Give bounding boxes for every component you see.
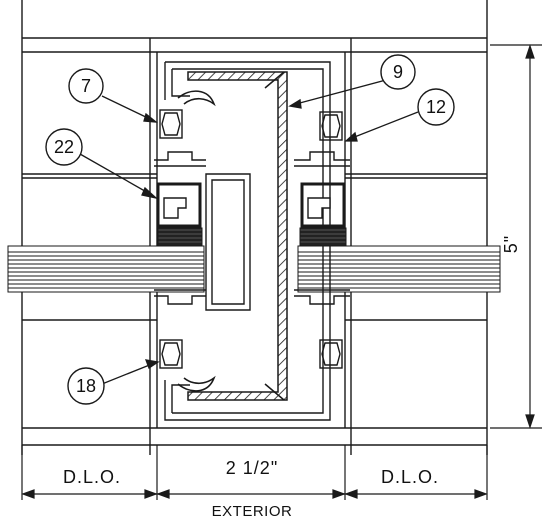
callout-22: 22	[45, 128, 83, 166]
glass-pane-right	[297, 245, 501, 293]
left-glazing-pocket	[154, 109, 206, 369]
callout-9: 9	[380, 54, 416, 90]
steel-reinforcement	[187, 71, 288, 401]
exterior-label: EXTERIOR	[212, 503, 293, 520]
mullion-width-label: 2 1/2"	[226, 458, 278, 478]
height-dimension-label: 5"	[501, 235, 521, 253]
steel-channel-lip	[264, 71, 285, 401]
snap-clips	[177, 90, 216, 392]
callout-leaders	[79, 79, 419, 385]
glass-pane-left	[7, 245, 205, 293]
right-glazing-pocket	[294, 111, 350, 369]
svg-text:18: 18	[76, 376, 96, 396]
callout-7: 7	[68, 68, 104, 104]
svg-text:12: 12	[426, 97, 446, 117]
svg-text:7: 7	[81, 76, 91, 96]
callout-18: 18	[67, 367, 105, 405]
left-dlo-label: D.L.O.	[63, 467, 121, 487]
height-dimension	[490, 44, 542, 429]
svg-text:22: 22	[54, 137, 74, 157]
callout-12: 12	[417, 88, 455, 126]
svg-text:9: 9	[393, 62, 403, 82]
width-dimension	[21, 445, 488, 500]
right-dlo-label: D.L.O.	[381, 467, 439, 487]
left-gasket	[157, 227, 203, 247]
right-gasket	[299, 227, 347, 247]
